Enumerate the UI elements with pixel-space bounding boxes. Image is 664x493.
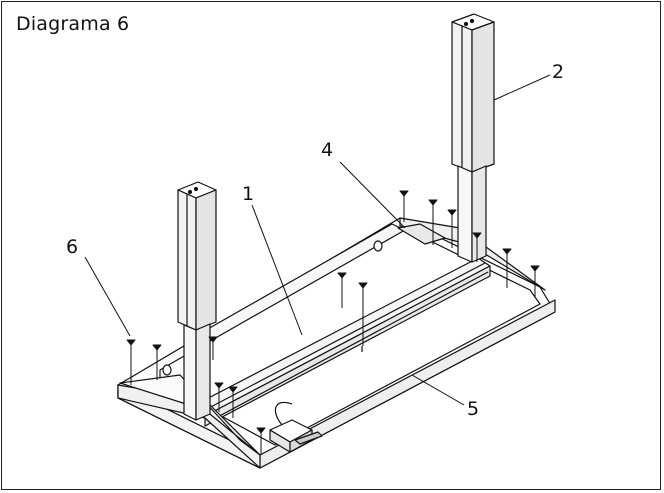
- screw-icon: [152, 344, 162, 380]
- callout-5: 5: [467, 398, 479, 420]
- control-box: [269, 401, 323, 453]
- screw-icon: [337, 272, 347, 308]
- right-leg: [451, 13, 495, 263]
- screw-icon: [502, 248, 512, 288]
- callout-6: 6: [66, 236, 78, 258]
- callout-2: 2: [552, 61, 564, 83]
- screw-icon: [530, 265, 540, 298]
- screw-icon: [428, 199, 438, 245]
- leader-lines: [84, 74, 551, 406]
- screw-icon: [126, 339, 136, 385]
- callout-4: 4: [321, 139, 333, 161]
- screw-icon: [228, 386, 238, 418]
- screw-icon: [399, 190, 409, 222]
- screws: [126, 190, 540, 455]
- screw-icon: [208, 336, 218, 360]
- callout-1: 1: [242, 183, 254, 205]
- diagram-title: Diagrama 6: [16, 13, 130, 35]
- screw-icon: [214, 382, 224, 412]
- screw-icon: [358, 282, 368, 346]
- screw-icon: [472, 232, 482, 262]
- screw-icon: [447, 209, 457, 248]
- left-leg: [177, 181, 217, 421]
- screw-icon: [256, 427, 266, 455]
